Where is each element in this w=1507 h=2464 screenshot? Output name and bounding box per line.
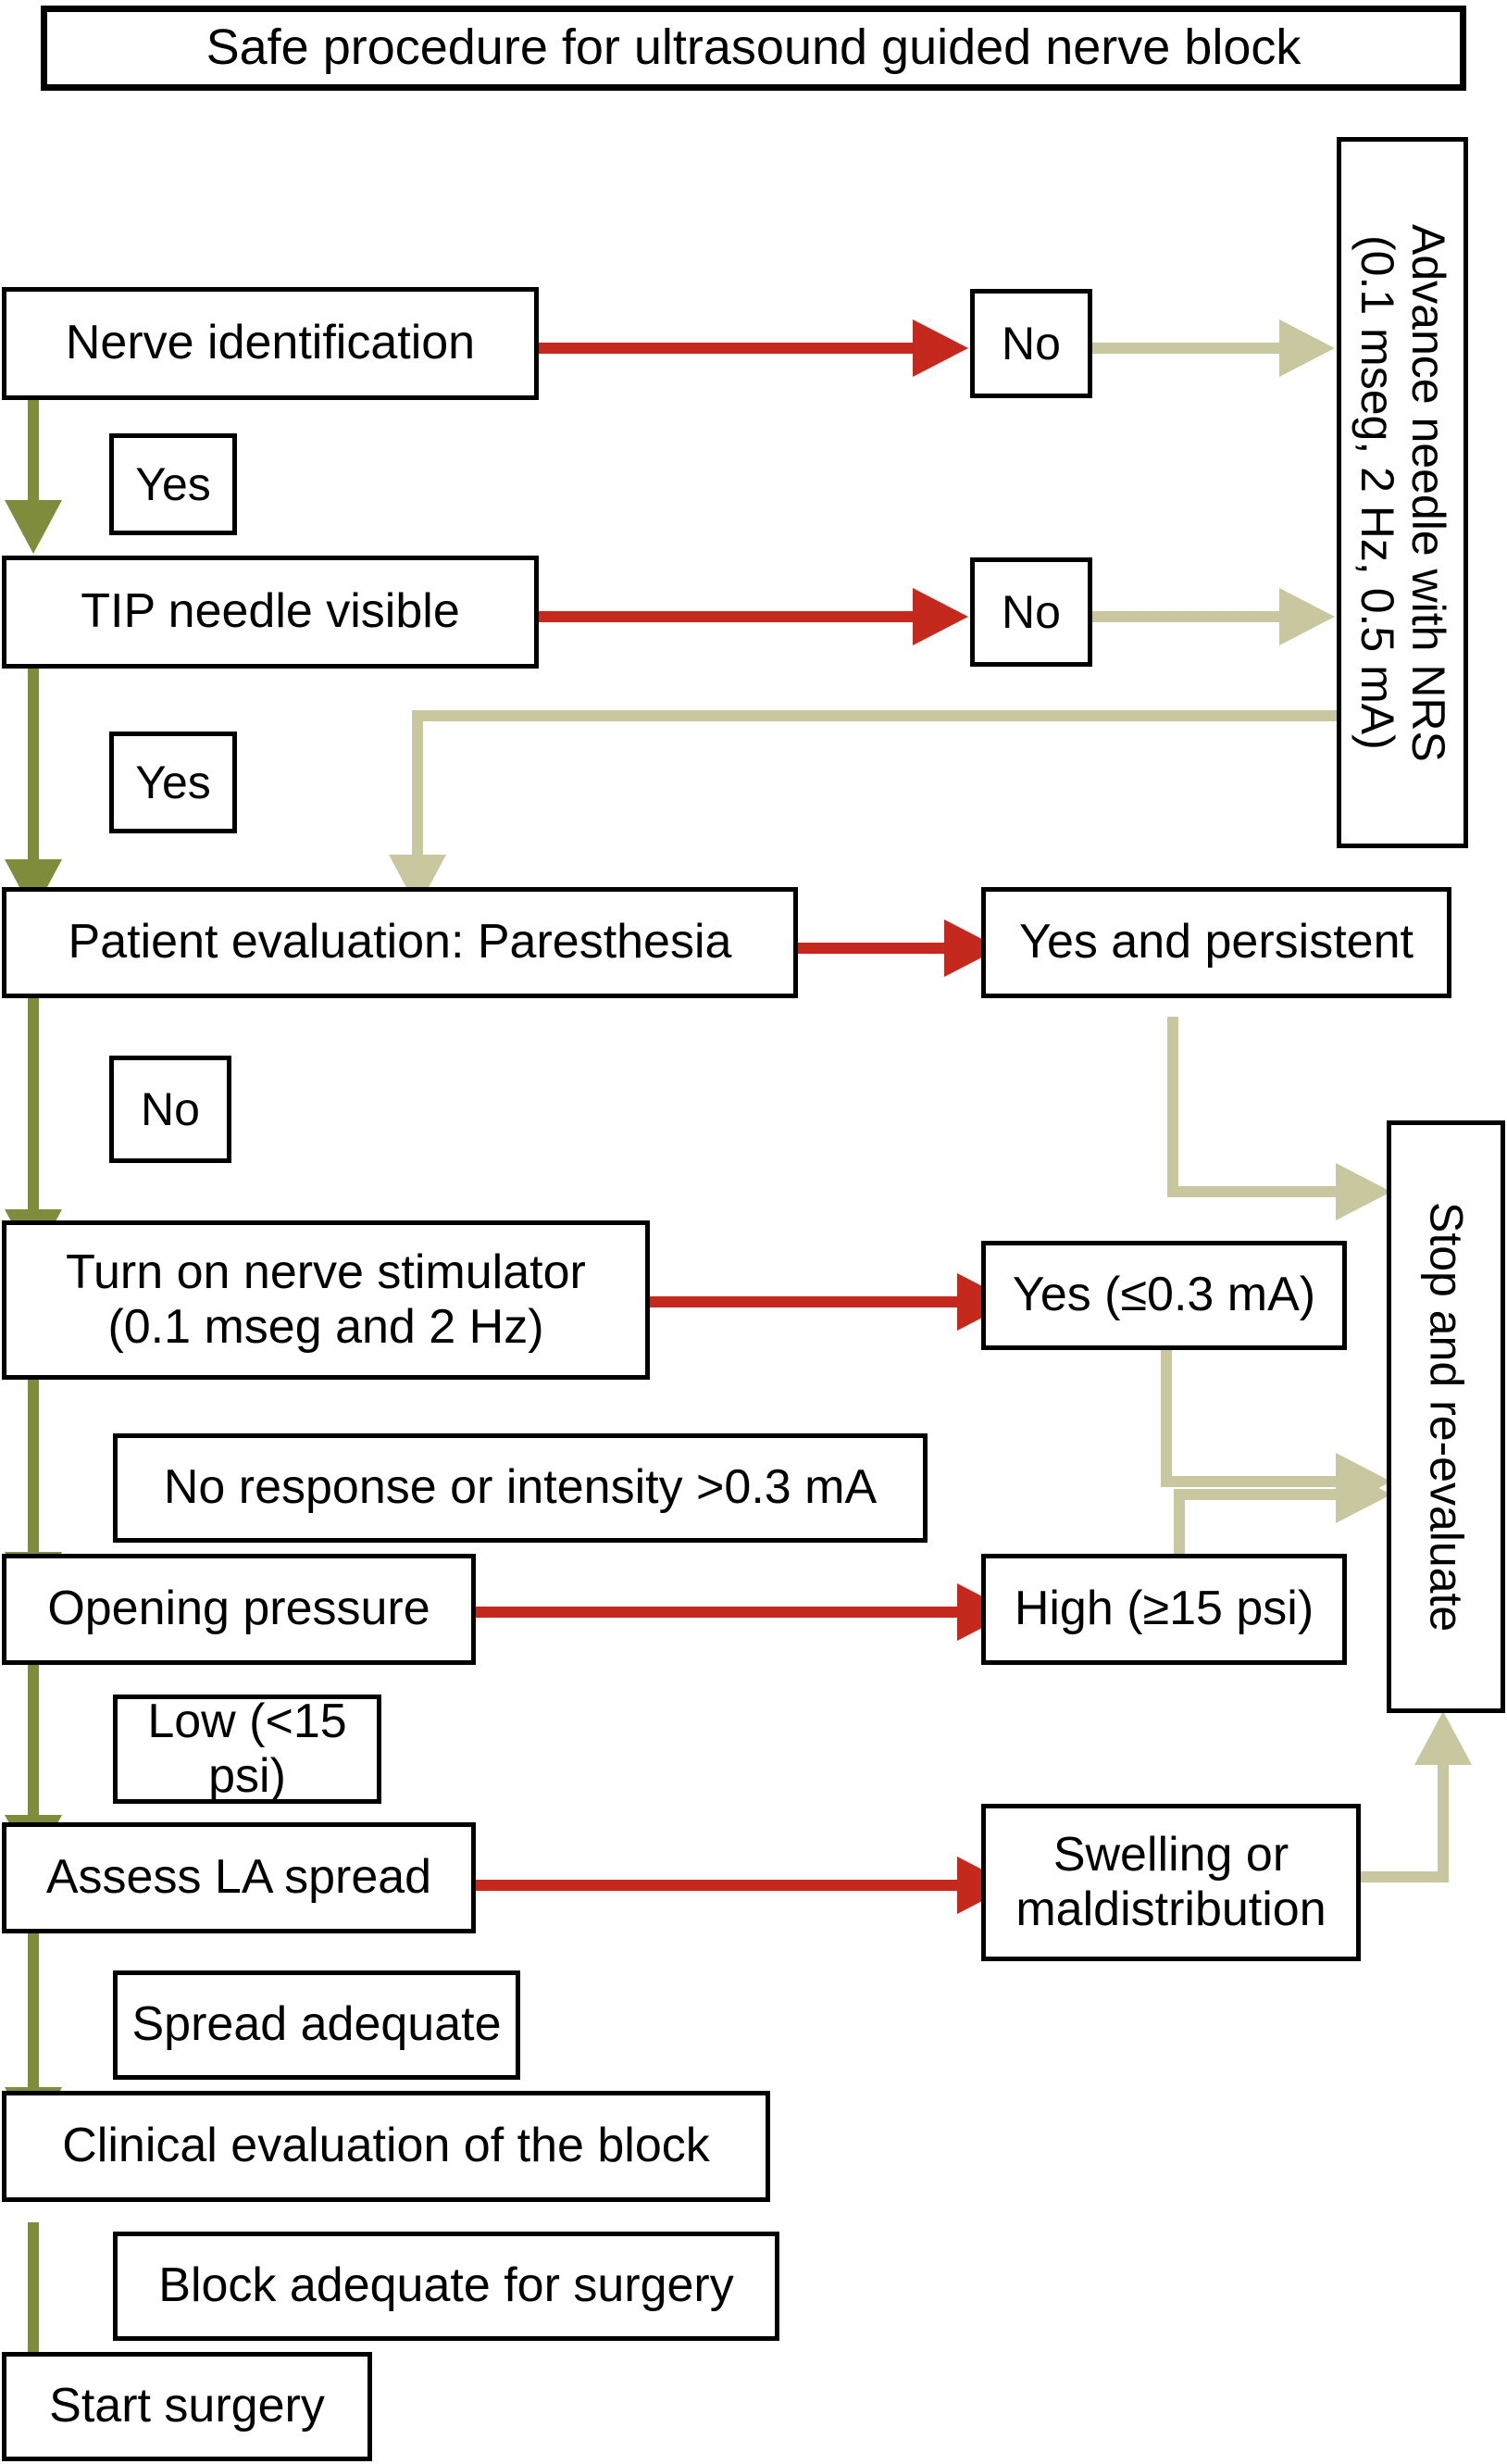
node-yes-label-2[interactable]: Yes (109, 732, 237, 833)
node-high-pressure-label: High (≥15 psi) (1014, 1582, 1314, 1636)
arrowhead-right-no-1 (913, 319, 968, 377)
node-assess-la-spread[interactable]: Assess LA spread (2, 1822, 476, 1933)
diagram-title-box: Safe procedure for ultrasound guided ner… (41, 6, 1466, 91)
connector-persistent-horizontal (1167, 1186, 1343, 1197)
connector-pressure-high (470, 1607, 961, 1618)
connector-no-tip-needle (537, 611, 918, 622)
connector-high-horizontal (1174, 1489, 1343, 1500)
arrowhead-right-high-stop (1336, 1466, 1391, 1523)
node-opening-pressure[interactable]: Opening pressure (2, 1554, 476, 1665)
node-stop-and-re-evaluate-label: Stop and re-evaluate (1420, 1201, 1473, 1632)
connector-block-adequate-to-surgery (28, 2222, 39, 2380)
connector-spread-to-clinical (28, 1906, 39, 2091)
connector-advance-return-vertical (412, 710, 423, 858)
node-patient-evaluation-paresthesia[interactable]: Patient evaluation: Paresthesia (2, 887, 798, 998)
node-no-label-2-text: No (1002, 585, 1061, 638)
node-tip-needle-visible[interactable]: TIP needle visible (2, 556, 539, 669)
node-no-label-1[interactable]: No (970, 289, 1092, 398)
node-block-adequate-for-surgery-label: Block adequate for surgery (158, 2258, 734, 2313)
connector-no1-to-advance (1092, 343, 1285, 354)
node-no-label-3[interactable]: No (109, 1056, 231, 1163)
node-yes-and-persistent[interactable]: Yes and persistent (981, 887, 1451, 998)
connector-no-patient-to-stimulator (28, 982, 39, 1213)
diagram-title: Safe procedure for ultrasound guided ner… (206, 19, 1302, 76)
node-yes-label-2-text: Yes (135, 756, 211, 808)
arrowhead-right-advance-2 (1279, 588, 1335, 645)
node-opening-pressure-label: Opening pressure (47, 1582, 430, 1636)
node-turn-on-nerve-stimulator-label: Turn on nerve stimulator (0.1 mseg and 2… (66, 1245, 586, 1354)
node-no-response-or-intensity-label: No response or intensity >0.3 mA (163, 1460, 878, 1515)
node-start-surgery-label: Start surgery (49, 2379, 325, 2433)
connector-no2-to-advance (1092, 611, 1285, 622)
arrowhead-up-swelling-stop (1414, 1711, 1472, 1765)
node-low-pressure[interactable]: Low (<15 psi) (113, 1695, 381, 1804)
node-turn-on-nerve-stimulator[interactable]: Turn on nerve stimulator (0.1 mseg and 2… (2, 1220, 650, 1380)
node-swelling-maldistribution[interactable]: Swelling or maldistribution (981, 1804, 1361, 1961)
connector-spread-swelling (470, 1880, 961, 1891)
node-block-adequate-for-surgery[interactable]: Block adequate for surgery (113, 2232, 779, 2341)
node-advance-needle-nrs[interactable]: Advance needle with NRS (0.1 mseg, 2 Hz,… (1337, 137, 1468, 848)
node-tip-needle-visible-label: TIP needle visible (81, 584, 460, 639)
connector-persistent-vertical (1167, 1017, 1178, 1197)
node-spread-adequate[interactable]: Spread adequate (113, 1970, 520, 2080)
node-no-label-3-text: No (141, 1082, 200, 1135)
node-advance-needle-nrs-label: Advance needle with NRS (0.1 mseg, 2 Hz,… (1351, 223, 1454, 762)
node-stop-and-re-evaluate[interactable]: Stop and re-evaluate (1387, 1120, 1505, 1713)
connector-yes-nerve-to-tip (28, 400, 39, 507)
connector-low-pressure-to-spread (28, 1633, 39, 1819)
connector-paresthesia-yes (798, 943, 951, 954)
node-low-pressure-label: Low (<15 psi) (147, 1694, 347, 1803)
connector-no-nerve-identification (537, 343, 918, 354)
node-high-pressure[interactable]: High (≥15 psi) (981, 1554, 1347, 1665)
arrowhead-right-no-2 (913, 588, 968, 645)
node-spread-adequate-label: Spread adequate (131, 1997, 502, 2052)
node-yes-threshold-label: Yes (≤0.3 mA) (1012, 1268, 1316, 1322)
node-clinical-evaluation[interactable]: Clinical evaluation of the block (2, 2091, 770, 2202)
node-assess-la-spread-label: Assess LA spread (45, 1850, 432, 1905)
connector-swelling-horizontal (1361, 1871, 1449, 1882)
node-start-surgery[interactable]: Start surgery (2, 2352, 372, 2461)
connector-yesthreshold-horizontal (1161, 1476, 1343, 1487)
node-yes-and-persistent-label: Yes and persistent (1019, 915, 1414, 969)
node-yes-label-1-text: Yes (135, 457, 211, 510)
node-patient-evaluation-paresthesia-label: Patient evaluation: Paresthesia (68, 915, 732, 969)
connector-yes-tip-to-patient (28, 669, 39, 863)
arrowhead-down-yes-1 (5, 500, 62, 554)
node-yes-label-1[interactable]: Yes (109, 433, 237, 535)
node-clinical-evaluation-label: Clinical evaluation of the block (62, 2119, 710, 2173)
node-nerve-identification-label: Nerve identification (65, 316, 476, 370)
arrowhead-right-advance-1 (1279, 319, 1335, 377)
node-no-label-2[interactable]: No (970, 557, 1092, 667)
node-swelling-maldistribution-label: Swelling or maldistribution (1015, 1827, 1326, 1936)
node-no-label-1-text: No (1002, 317, 1061, 369)
connector-advance-return-horizontal (412, 710, 1338, 721)
arrowhead-right-persistent-stop (1336, 1163, 1391, 1220)
connector-swelling-vertical (1438, 1764, 1449, 1882)
connector-noresp-stimulator-to-pressure (28, 1380, 39, 1556)
node-nerve-identification[interactable]: Nerve identification (2, 287, 539, 400)
node-yes-threshold[interactable]: Yes (≤0.3 mA) (981, 1241, 1347, 1350)
connector-yesthreshold-vertical (1161, 1348, 1172, 1487)
node-no-response-or-intensity[interactable]: No response or intensity >0.3 mA (113, 1433, 928, 1543)
connector-stimulator-yes (648, 1296, 963, 1307)
